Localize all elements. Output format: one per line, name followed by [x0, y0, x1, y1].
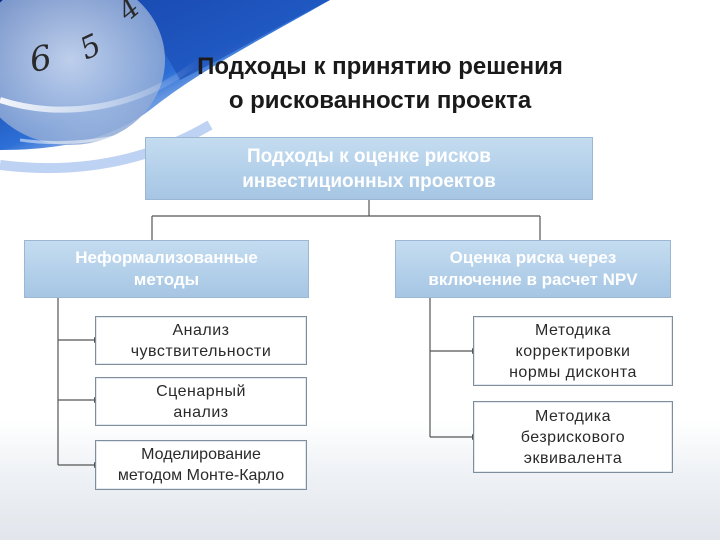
leaf-sensitivity-analysis: Анализ чувствительности — [95, 316, 307, 365]
right-branch-line2: включение в расчет NPV — [428, 270, 638, 289]
left-branch-node: Неформализованные методы — [24, 240, 309, 298]
leaf-line: безрискового — [520, 428, 626, 446]
page-title-line2: о рискованности проекта — [228, 87, 532, 114]
leaf-line: анализ — [173, 403, 229, 421]
leaf-discount-rate-adjustment: Методика корректировки нормы дисконта — [473, 316, 673, 386]
leaf-line: эквивалента — [523, 449, 623, 467]
leaf-scenario-analysis: Сценарный анализ — [95, 377, 307, 426]
leaf-line: Анализ — [172, 321, 230, 339]
leaf-line: Методика — [534, 321, 612, 339]
right-branch-line1: Оценка риска через — [449, 248, 617, 267]
leaf-line: методом Монте-Карло — [117, 467, 285, 484]
leaf-line: чувствительности — [130, 342, 272, 360]
leaf-line: корректировки — [515, 342, 631, 360]
leaf-monte-carlo: Моделирование методом Монте-Карло — [95, 440, 307, 490]
left-branch-line2: методы — [133, 270, 200, 289]
leaf-line: Методика — [534, 407, 612, 425]
page-title: Подходы к принятию решения о рискованнос… — [110, 50, 650, 118]
right-branch-node: Оценка риска через включение в расчет NP… — [395, 240, 671, 298]
left-branch-line1: Неформализованные — [75, 248, 258, 267]
leaf-certainty-equivalent: Методика безрискового эквивалента — [473, 401, 673, 473]
root-node-line2: инвестиционных проектов — [242, 170, 496, 192]
leaf-line: нормы дисконта — [509, 363, 637, 381]
leaf-line: Сценарный — [156, 382, 246, 400]
root-node-line1: Подходы к оценке рисков — [247, 145, 491, 167]
page-title-line1: Подходы к принятию решения — [197, 53, 563, 80]
leaf-line: Моделирование — [141, 446, 261, 463]
root-node: Подходы к оценке рисков инвестиционных п… — [145, 137, 593, 200]
